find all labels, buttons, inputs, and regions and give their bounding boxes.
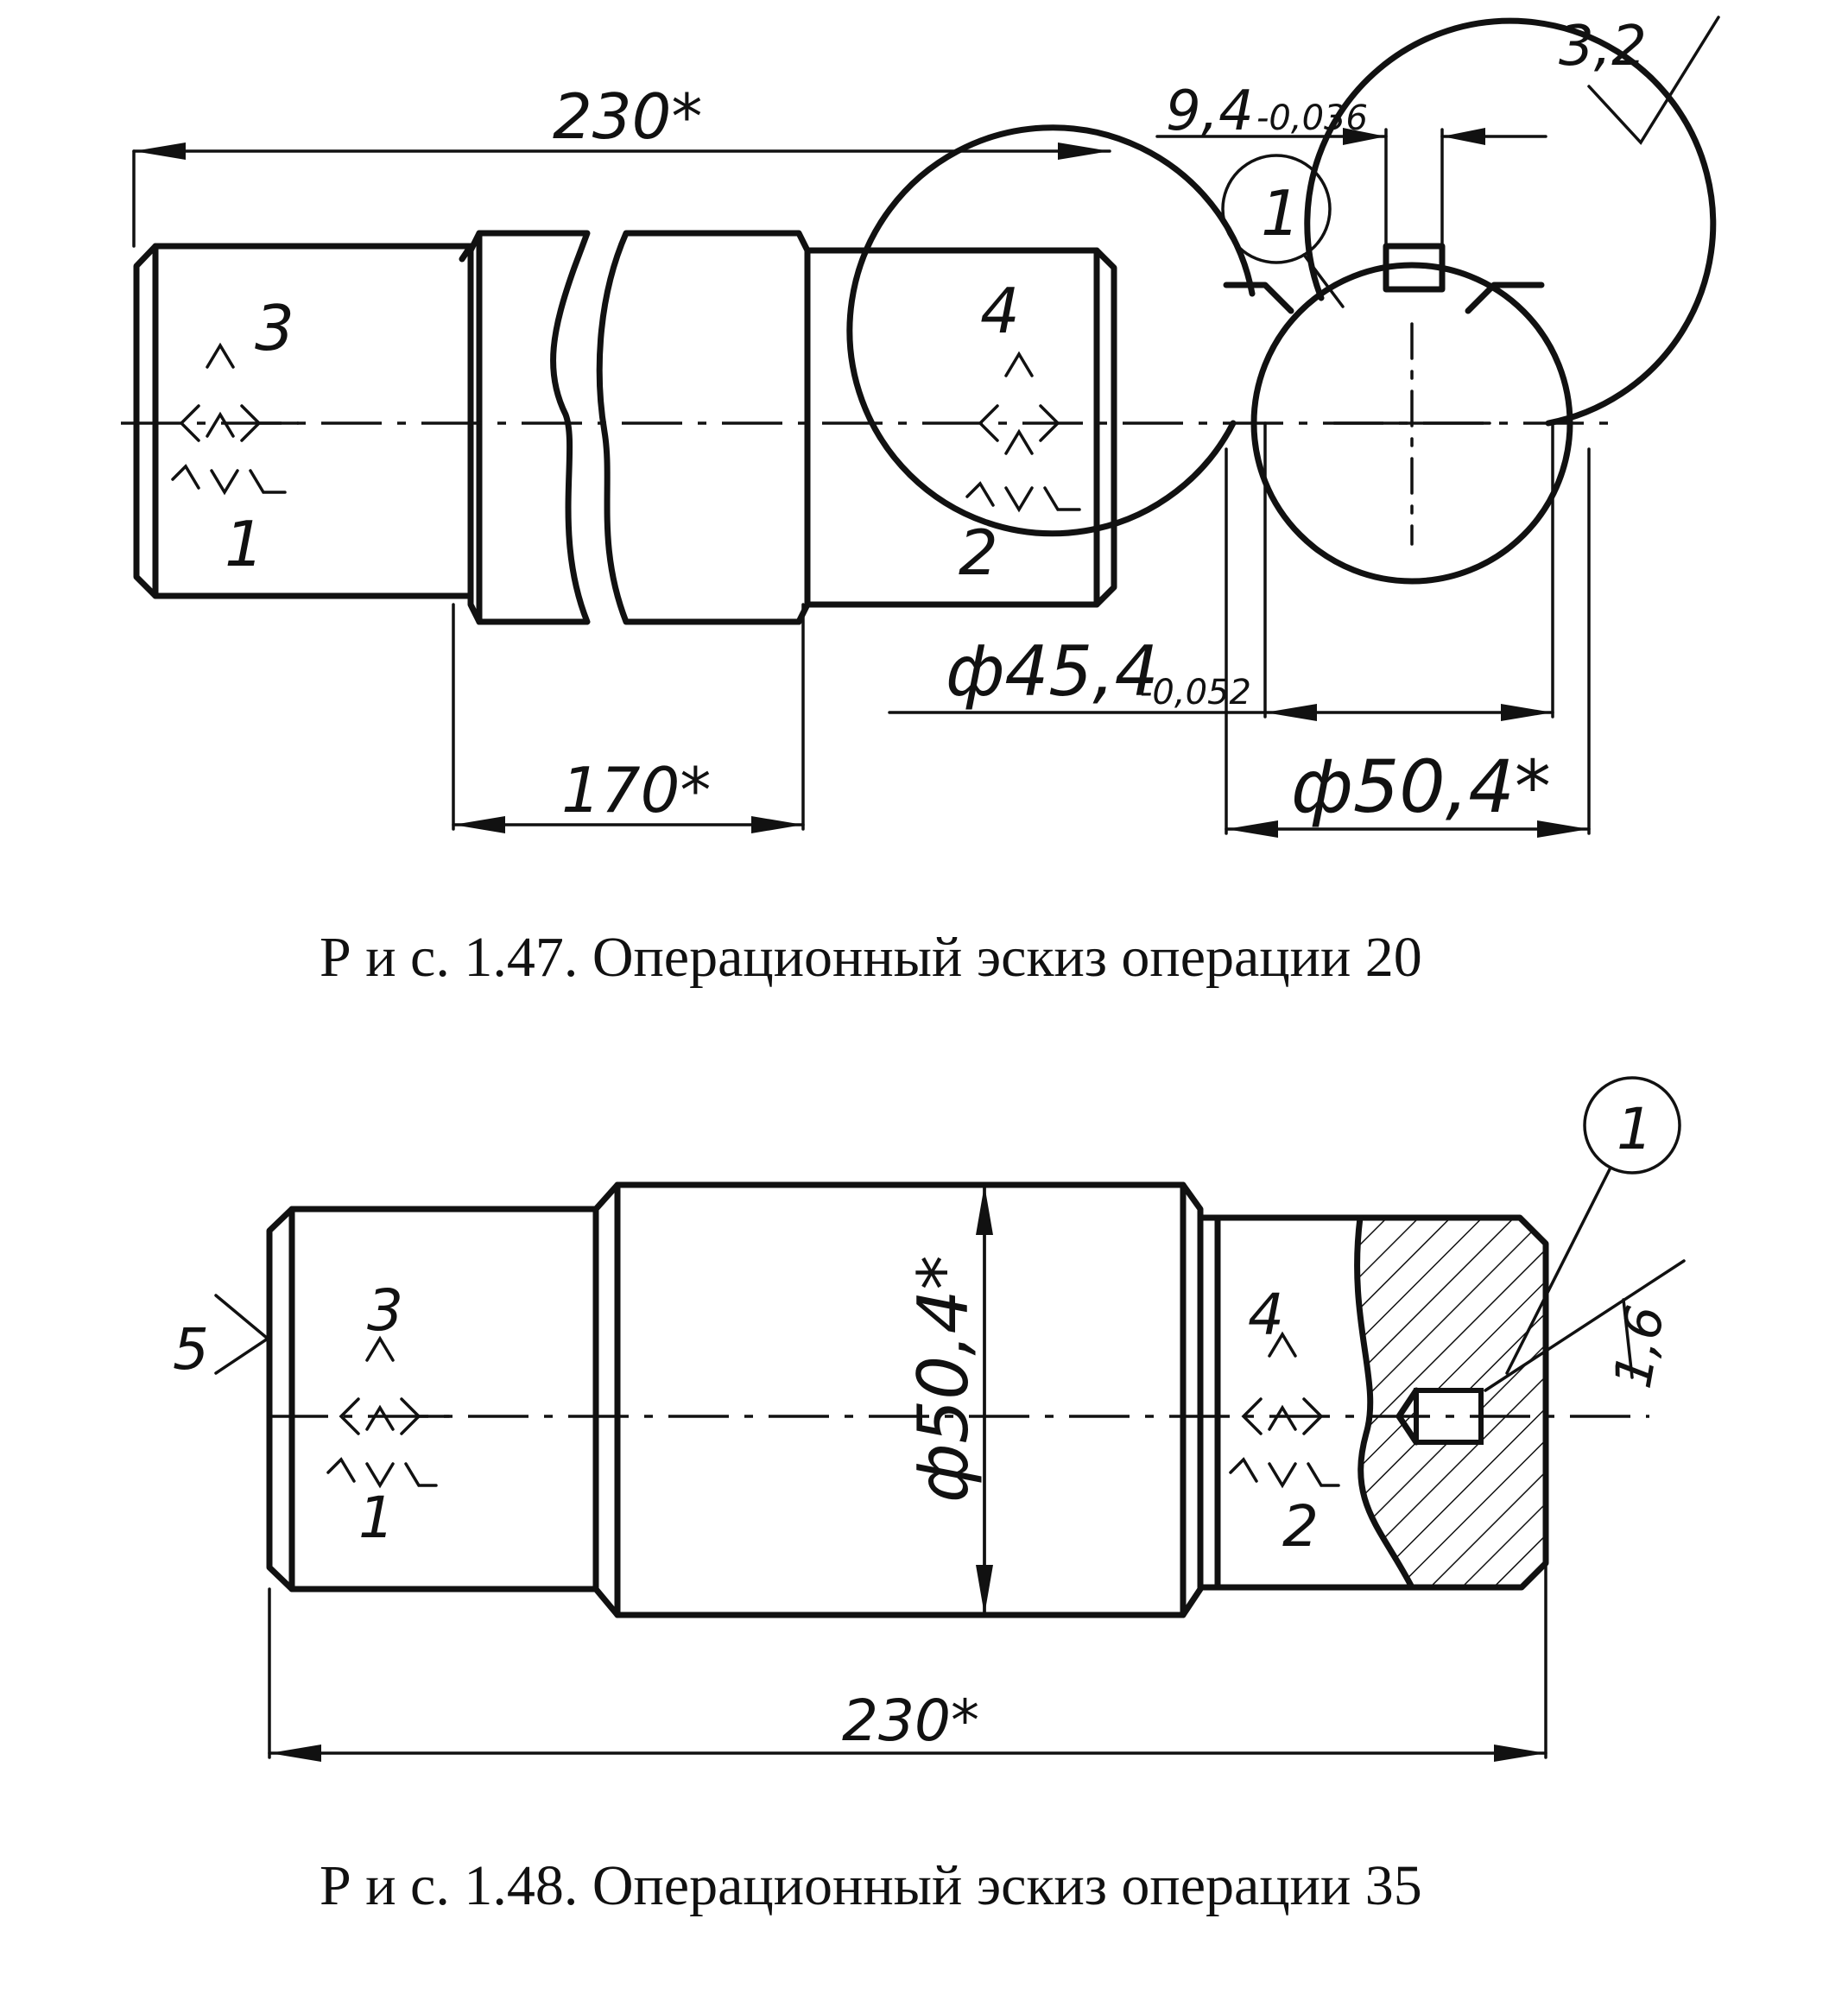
roughness-label-3-2: 3,2 [1559, 15, 1647, 79]
base-symbols-left-fig47: 3 1 [171, 292, 300, 580]
label-3-fig47: 3 [255, 292, 294, 364]
dim-tol-dia-inner: -0,052 [1140, 673, 1251, 712]
dim-label-230-48: 230* [842, 1688, 979, 1754]
dim-label-230: 230* [553, 80, 702, 153]
callout-label-1-fig47: 1 [1261, 177, 1301, 250]
label-5-fig48: 5 [173, 1316, 209, 1383]
shaft-side-view [133, 230, 1117, 625]
dim-length-48: 230* [268, 1561, 1547, 1762]
dim-label-dia-inner: ф45,4 [946, 631, 1159, 712]
label-4-fig48: 4 [1248, 1282, 1284, 1348]
dim-label-dia-outer: ф50,4* [1291, 744, 1551, 829]
dim-key-width: 9,4 -0,036 [1155, 79, 1547, 248]
callout-label-1-fig48: 1 [1617, 1096, 1653, 1162]
callout-1-fig47: 1 [1221, 154, 1345, 308]
dim-dia-outer: ф50,4* [1225, 447, 1591, 838]
label-2-fig48: 2 [1282, 1493, 1319, 1560]
base-symbols-right-fig48: 4 2 [1229, 1282, 1340, 1560]
dim-tol-key-width: -0,036 [1256, 98, 1368, 138]
callout-1-fig48: 1 [1505, 1076, 1681, 1375]
base-symbols-left-fig48: 3 1 [326, 1277, 451, 1551]
label-1-fig47: 1 [225, 508, 264, 580]
dim-dia-48: ф50,4* [903, 1183, 993, 1617]
label-4-fig47: 4 [980, 275, 1020, 347]
inner-circle [1250, 262, 1573, 585]
hatched-section [1354, 1214, 1546, 1591]
roughness-3-2: 3,2 [1559, 15, 1720, 145]
cross-section-view [846, 17, 1717, 585]
figure-1-48: ф50,4* 230* 1 1,6 5 [173, 1076, 1686, 1917]
caption-fig47: Р и с. 1.47. Операционный эскиз операции… [320, 926, 1422, 989]
label-3-fig48: 3 [367, 1277, 403, 1344]
dim-label-dia-48: ф50,4* [903, 1255, 984, 1503]
roughness-1-6: 1,6 [1484, 1259, 1686, 1393]
dim-label-170: 170* [561, 754, 711, 826]
figure-1-47: 230* 170* 9,4 -0,036 3,2 [121, 15, 1720, 989]
base-symbols-right-fig47: 4 2 [959, 275, 1081, 589]
dim-length-total: 230* [132, 80, 1111, 248]
label-2-fig47: 2 [959, 516, 998, 589]
caption-fig48: Р и с. 1.48. Операционный эскиз операции… [320, 1854, 1422, 1917]
dim-length-mid: 170* [452, 603, 805, 833]
dim-label-key-width: 9,4 [1166, 79, 1254, 143]
label-1-fig48: 1 [358, 1485, 395, 1551]
keyway-slot [1383, 243, 1446, 293]
roughness-label-1-6: 1,6 [1603, 1301, 1677, 1392]
dim-dia-inner: ф45,4 -0,052 [888, 421, 1554, 721]
base-symbol-5: 5 [173, 1294, 270, 1383]
